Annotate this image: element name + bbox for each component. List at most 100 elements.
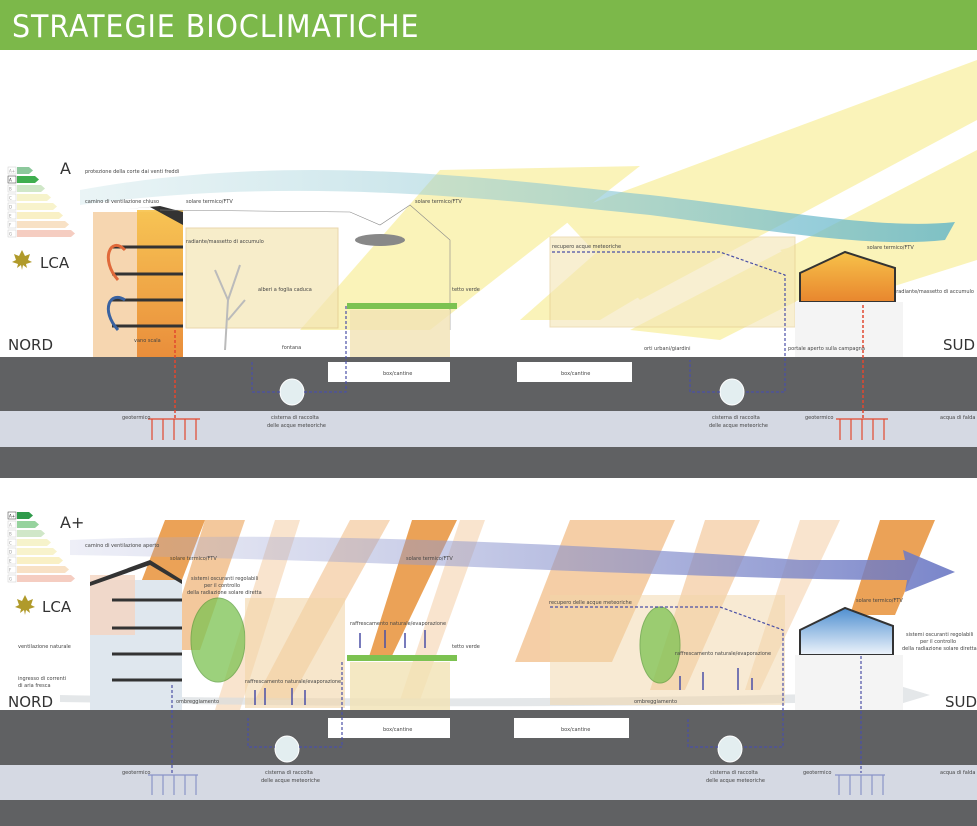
annotation: camino di ventilazione chiuso	[85, 199, 159, 205]
energy-class-box	[7, 211, 17, 220]
energy-class-box	[7, 547, 17, 556]
annotation: delle acque meteoriche	[267, 423, 326, 429]
north-building	[90, 560, 182, 710]
annotation: fontana	[282, 345, 301, 351]
energy-class-box	[7, 529, 17, 538]
annotation: cisterna di raccolta	[710, 770, 758, 776]
energy-class-bar	[17, 194, 51, 201]
glass-roof	[159, 204, 451, 330]
annotation: alberi a foglia caduca	[258, 287, 312, 293]
annotation: della radiazione solare diretta	[902, 646, 977, 652]
page-title: STRATEGIE BIOCLIMATICHE	[12, 9, 420, 45]
annotation: cisterna di raccolta	[271, 415, 319, 421]
energy-class-box	[7, 220, 17, 229]
annotations-winter: protezione della corte dai venti freddi …	[85, 169, 975, 429]
annotation: delle acque meteoriche	[709, 423, 768, 429]
annotation: raffrescamento naturale/evaporazione	[675, 651, 771, 657]
energy-class-bar	[17, 521, 39, 528]
rainwater-pipe	[251, 251, 786, 393]
green-roof	[347, 655, 457, 661]
energy-class-letter: C	[9, 541, 12, 546]
annotation: tetto verde	[452, 644, 480, 650]
energy-class-letter: D	[9, 205, 12, 210]
annotation: recupero delle acque meteoriche	[549, 600, 632, 606]
annotation: sistemi oscuranti regolabili	[191, 576, 258, 582]
annotation: acqua di falda	[940, 415, 975, 421]
geothermal-probes	[148, 418, 200, 440]
tree-icon	[639, 606, 681, 684]
annotation: ombreggiamento	[176, 699, 219, 705]
energy-class-bar	[17, 167, 33, 174]
energy-class-bar	[17, 557, 63, 564]
south-house	[795, 250, 903, 357]
energy-class-box	[7, 229, 17, 238]
cistern-icon	[279, 378, 305, 406]
energy-class-bar	[17, 203, 57, 210]
annotation: geotermico	[122, 770, 150, 776]
annotation: delle acque meteoriche	[706, 778, 765, 784]
wind-arrow	[80, 170, 955, 243]
energy-class-bar	[17, 530, 45, 537]
annotation: cisterna di raccolta	[265, 770, 313, 776]
annotation: ventilazione naturale	[18, 644, 71, 650]
courtyard-block	[245, 598, 345, 708]
energy-class-box	[7, 202, 17, 211]
energy-class-letter: A+	[9, 169, 15, 174]
tree-icon	[214, 264, 246, 351]
energy-class-letter: E	[9, 214, 12, 219]
annotation: solare termico/FTV	[186, 199, 233, 205]
green-roof	[347, 303, 457, 309]
north-building	[93, 206, 183, 357]
annotation: della radiazione solare diretta	[187, 590, 262, 596]
north-label: NORD	[8, 336, 53, 354]
energy-class-letter: A	[9, 178, 12, 183]
energy-class-box	[7, 574, 17, 583]
annotation: ombreggiamento	[634, 699, 677, 705]
annotation: solare termico/FTV	[867, 245, 914, 251]
title-banner: STRATEGIE BIOCLIMATICHE	[0, 0, 977, 50]
annotation: portale aperto sulla campagna	[788, 346, 865, 352]
energy-class-bar	[17, 185, 45, 192]
energy-class-bar	[17, 176, 39, 183]
energy-class-bar	[17, 566, 69, 573]
energy-class-letter: A+	[9, 514, 15, 519]
rainwater-pipe	[247, 606, 784, 748]
annotation: tetto verde	[452, 287, 480, 293]
east-block	[549, 236, 796, 328]
geothermal-probes	[835, 774, 885, 795]
annotation: protezione della corte dai venti freddi	[85, 169, 179, 175]
annotation: per il controllo	[204, 583, 240, 589]
energy-class-letter: F	[9, 223, 12, 228]
energy-class-box	[7, 520, 17, 529]
geothermal-probes	[836, 418, 888, 440]
annotation: box/cantine	[383, 371, 412, 377]
deep-ground	[0, 447, 977, 478]
annotation: radiante/massetto di accumulo	[186, 239, 264, 245]
rain-cloud-icon	[355, 234, 405, 246]
panel-summer	[0, 520, 977, 826]
energy-class-box	[7, 166, 17, 175]
energy-class-letter: E	[9, 559, 12, 564]
panel-winter	[0, 60, 977, 478]
energy-class-box	[7, 511, 17, 520]
maple-leaf-icon	[12, 250, 32, 270]
annotation: orti urbani/giardini	[644, 346, 690, 352]
south-label: SUD	[943, 336, 975, 354]
annotation: di aria fresca	[18, 683, 51, 689]
annotation: raffrescamento naturale/evaporazione	[350, 621, 446, 627]
lca-label: LCA	[42, 598, 72, 616]
energy-class-bar	[17, 230, 75, 237]
cistern-icon	[274, 735, 300, 763]
energy-class-box	[7, 175, 17, 184]
south-label: SUD	[945, 693, 977, 711]
energy-class-box	[7, 184, 17, 193]
annotation: solare termico/FTV	[406, 556, 453, 562]
geothermal-probes	[148, 774, 198, 795]
annotation: box/cantine	[561, 371, 590, 377]
energy-class-letter: G	[9, 577, 12, 582]
ground	[0, 357, 977, 411]
cooling-arrows	[254, 630, 753, 705]
south-house	[795, 606, 903, 710]
